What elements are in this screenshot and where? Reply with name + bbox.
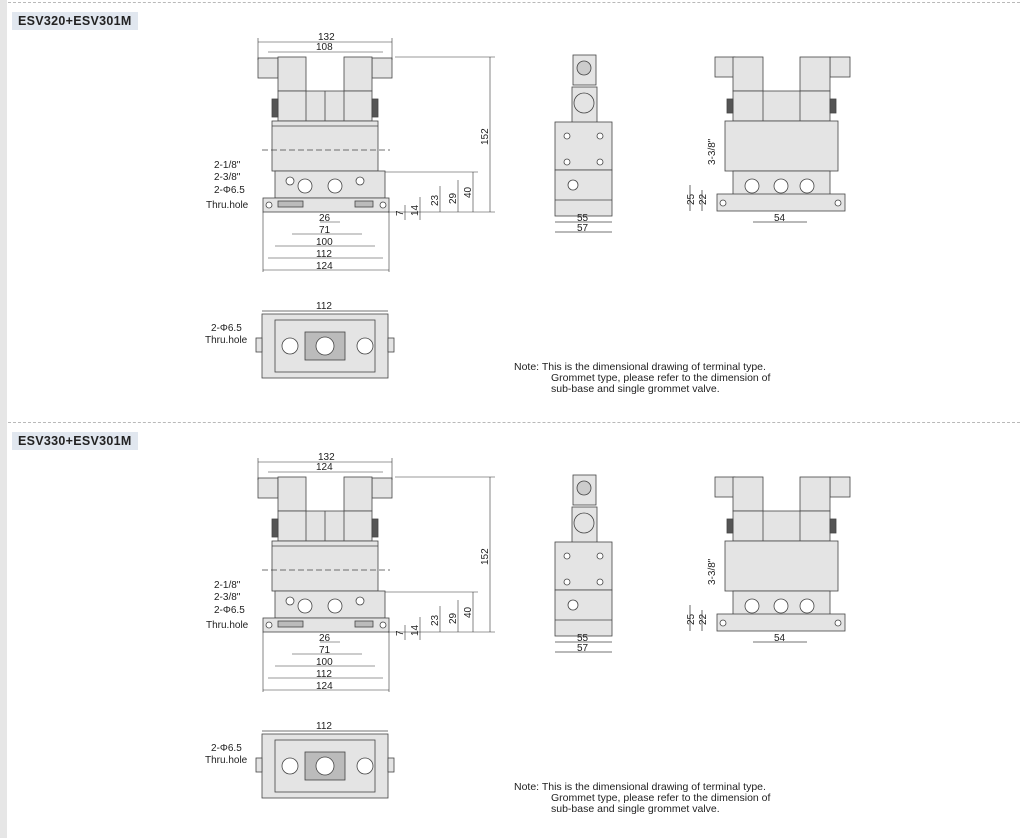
dim-plan-112: 112	[316, 721, 332, 732]
left-margin	[0, 0, 7, 838]
label-port-3-3-8: 3-3/8"	[707, 558, 718, 585]
dim-25: 25	[686, 613, 697, 625]
plan-view	[255, 310, 395, 379]
label-port-3-3-8: 3-3/8"	[707, 138, 718, 165]
dim-57: 57	[577, 643, 589, 654]
dim-inner-width: 108	[316, 42, 333, 53]
dim-overall-width: 132	[318, 32, 335, 43]
dim-71: 71	[319, 645, 331, 656]
dim-height: 152	[480, 128, 491, 145]
dim-29: 29	[448, 612, 459, 624]
dimension-drawing: 132 108 152 2-1/8" 2-3/8" 2-Φ6.5 Thru.ho…	[205, 32, 851, 379]
dim-112: 112	[316, 669, 332, 680]
label-hole-dia: 2-Φ6.5	[214, 185, 245, 196]
section-divider	[8, 422, 1020, 423]
note-line: Grommet type, please refer to the dimens…	[551, 792, 771, 804]
side-view	[554, 54, 613, 233]
label-port-1-8: 2-1/8"	[214, 580, 241, 591]
section-title: ESV320+ESV301M	[12, 12, 138, 30]
dim-7: 7	[395, 630, 406, 636]
dim-55: 55	[577, 213, 589, 224]
dim-inner-width: 124	[316, 462, 333, 473]
dim-height: 152	[480, 548, 491, 565]
dim-14: 14	[410, 624, 421, 636]
dim-54: 54	[774, 633, 786, 644]
dim-23: 23	[430, 194, 441, 206]
dim-22: 22	[698, 193, 709, 205]
label-thru-hole: Thru.hole	[206, 200, 249, 211]
plan-view	[255, 730, 395, 799]
dim-40: 40	[463, 186, 474, 198]
label-port-3-8: 2-3/8"	[214, 172, 241, 183]
label-hole-dia: 2-Φ6.5	[214, 605, 245, 616]
note-line: Note: This is the dimensional drawing of…	[514, 361, 766, 373]
note-text: Note: This is the dimensional drawing of…	[514, 782, 770, 815]
dim-124: 124	[316, 261, 333, 272]
label-thru-hole: Thru.hole	[206, 620, 249, 631]
dim-23: 23	[430, 614, 441, 626]
dim-124: 124	[316, 681, 333, 692]
dim-57: 57	[577, 223, 589, 234]
front-view	[257, 476, 393, 633]
dim-54: 54	[774, 213, 786, 224]
dim-plan-112: 112	[316, 301, 332, 312]
dim-71: 71	[319, 225, 331, 236]
dim-14: 14	[410, 204, 421, 216]
section-title: ESV330+ESV301M	[12, 432, 138, 450]
drawing-section: ESV320+ESV301M	[0, 0, 1020, 418]
dim-26: 26	[319, 213, 331, 224]
dim-26: 26	[319, 633, 331, 644]
note-line: Grommet type, please refer to the dimens…	[551, 372, 771, 384]
dim-100: 100	[316, 237, 333, 248]
drawing-section: ESV330+ESV301M	[0, 420, 1020, 838]
dim-112: 112	[316, 249, 332, 260]
front-view	[257, 56, 393, 213]
dim-25: 25	[686, 193, 697, 205]
label-plan-thru-hole: Thru.hole	[205, 335, 248, 346]
dim-40: 40	[463, 606, 474, 618]
note-line: sub-base and single grommet valve.	[551, 383, 720, 395]
label-port-1-8: 2-1/8"	[214, 160, 241, 171]
note-line: Note: This is the dimensional drawing of…	[514, 781, 766, 793]
note-text: Note: This is the dimensional drawing of…	[514, 362, 770, 395]
dimension-drawing: 132 124 152 2-1/8" 2-3/8" 2-Φ6.5 Thru.ho…	[205, 452, 851, 799]
dim-55: 55	[577, 633, 589, 644]
front-dimension-lines	[257, 38, 495, 272]
section-divider	[8, 2, 1020, 3]
dim-7: 7	[395, 210, 406, 216]
label-port-3-8: 2-3/8"	[214, 592, 241, 603]
dim-29: 29	[448, 192, 459, 204]
label-plan-hole-dia: 2-Φ6.5	[211, 743, 242, 754]
dim-overall-width: 132	[318, 452, 335, 463]
side-view	[554, 474, 613, 653]
label-plan-thru-hole: Thru.hole	[205, 755, 248, 766]
rear-view	[689, 56, 851, 223]
rear-view	[689, 476, 851, 643]
dim-22: 22	[698, 613, 709, 625]
front-dimension-lines	[257, 458, 495, 692]
label-plan-hole-dia: 2-Φ6.5	[211, 323, 242, 334]
dim-100: 100	[316, 657, 333, 668]
note-line: sub-base and single grommet valve.	[551, 803, 720, 815]
